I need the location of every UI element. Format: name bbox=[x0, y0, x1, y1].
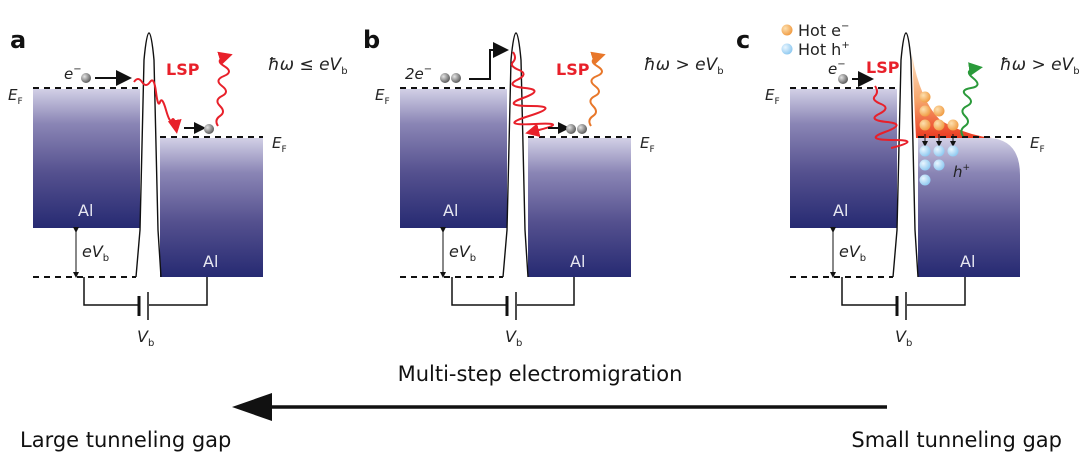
legend-hot-electron: Hot e− bbox=[798, 21, 849, 40]
electron-icon bbox=[451, 73, 461, 83]
hot-electron bbox=[919, 119, 931, 131]
electron-label: e− bbox=[64, 64, 82, 83]
electron-icon bbox=[566, 124, 576, 134]
hot-electron bbox=[933, 105, 945, 117]
emission-condition: ħω > eVb bbox=[644, 55, 724, 77]
battery-label: Vb bbox=[505, 327, 522, 349]
electromigration-arrow: Multi-step electromigration Large tunnel… bbox=[20, 362, 1062, 452]
right-electrode bbox=[918, 138, 1020, 277]
small-gap-label: Small tunneling gap bbox=[851, 428, 1062, 452]
tunnel-barrier bbox=[502, 32, 529, 278]
hot-hole bbox=[919, 159, 931, 171]
photon-emission-wave bbox=[960, 62, 983, 137]
electron-icon bbox=[440, 73, 450, 83]
fermi-label: EF bbox=[1030, 134, 1045, 155]
hot-electron-distribution bbox=[912, 55, 992, 138]
lsp-label: LSP bbox=[166, 60, 200, 79]
lsp-wave bbox=[872, 85, 909, 149]
arrow-head-icon bbox=[232, 393, 272, 421]
metal-label: Al bbox=[833, 201, 848, 220]
lsp-wave bbox=[510, 51, 554, 137]
hot-hole bbox=[933, 159, 945, 171]
bias-energy-label: eVb bbox=[839, 242, 866, 264]
tunneling-arrow bbox=[469, 42, 509, 80]
panel-letter: b bbox=[363, 26, 380, 54]
tunnel-barrier bbox=[135, 32, 162, 278]
hot-electron bbox=[933, 119, 945, 131]
metal-label: Al bbox=[78, 201, 93, 220]
left-electrode bbox=[400, 89, 507, 228]
left-electrode bbox=[790, 89, 897, 228]
battery-label: Vb bbox=[137, 327, 154, 349]
hot-hole bbox=[933, 145, 945, 157]
electron-icon bbox=[204, 124, 214, 134]
panel-b: b Al Al EF EF 2e− LSP ħω > eVb eVb Vb bbox=[363, 26, 724, 349]
circuit-wire bbox=[83, 277, 208, 306]
panel-c: c Hot e− Hot h+ Al Al EF EF e− LSP bbox=[736, 21, 1080, 349]
photon-emission-wave bbox=[215, 51, 233, 127]
electron-label: e− bbox=[828, 59, 846, 78]
lsp-label: LSP bbox=[556, 60, 590, 79]
lsp-label: LSP bbox=[866, 58, 900, 77]
circuit-wire bbox=[451, 277, 575, 306]
electron-icon bbox=[838, 74, 848, 84]
hot-electron bbox=[947, 119, 959, 131]
hole-label: h+ bbox=[953, 163, 970, 181]
arrow-title: Multi-step electromigration bbox=[398, 362, 683, 386]
panel-letter: a bbox=[10, 26, 26, 54]
fermi-label: EF bbox=[375, 86, 390, 107]
right-electrode bbox=[528, 138, 631, 277]
electron-label: 2e− bbox=[405, 64, 432, 83]
fermi-label: EF bbox=[765, 86, 780, 107]
panel-letter: c bbox=[736, 26, 750, 54]
emission-condition: ħω ≤ eVb bbox=[268, 55, 348, 77]
metal-label: Al bbox=[960, 252, 975, 271]
electron-icon bbox=[577, 124, 587, 134]
hot-holes bbox=[919, 145, 959, 186]
hot-electron-legend-icon bbox=[781, 24, 793, 36]
hot-hole-legend-icon bbox=[781, 43, 793, 55]
bias-energy-label: eVb bbox=[449, 242, 476, 264]
photon-emission-wave bbox=[588, 51, 606, 127]
hot-electron bbox=[919, 91, 931, 103]
legend-hot-hole: Hot h+ bbox=[798, 40, 850, 59]
bias-energy-label: eVb bbox=[82, 242, 109, 264]
metal-label: Al bbox=[443, 201, 458, 220]
battery-label: Vb bbox=[895, 327, 912, 349]
circuit-wire bbox=[841, 277, 966, 306]
right-electrode bbox=[160, 138, 263, 277]
lsp-wave bbox=[133, 78, 182, 134]
emission-condition: ħω > eVb bbox=[1000, 55, 1080, 77]
fermi-label: EF bbox=[8, 86, 23, 107]
left-electrode bbox=[33, 89, 140, 228]
fermi-label: EF bbox=[640, 134, 655, 155]
hot-electrons bbox=[919, 91, 959, 131]
tunnel-barrier bbox=[892, 32, 919, 278]
hot-hole bbox=[919, 145, 931, 157]
electron-icon bbox=[81, 73, 91, 83]
fermi-label: EF bbox=[272, 134, 287, 155]
metal-label: Al bbox=[203, 252, 218, 271]
hot-hole bbox=[919, 174, 931, 186]
large-gap-label: Large tunneling gap bbox=[20, 428, 231, 452]
metal-label: Al bbox=[570, 252, 585, 271]
panel-a: a Al Al EF EF e− LSP ħω ≤ eVb eVb Vb bbox=[8, 26, 348, 349]
hot-hole bbox=[947, 145, 959, 157]
hot-electron bbox=[919, 105, 931, 117]
